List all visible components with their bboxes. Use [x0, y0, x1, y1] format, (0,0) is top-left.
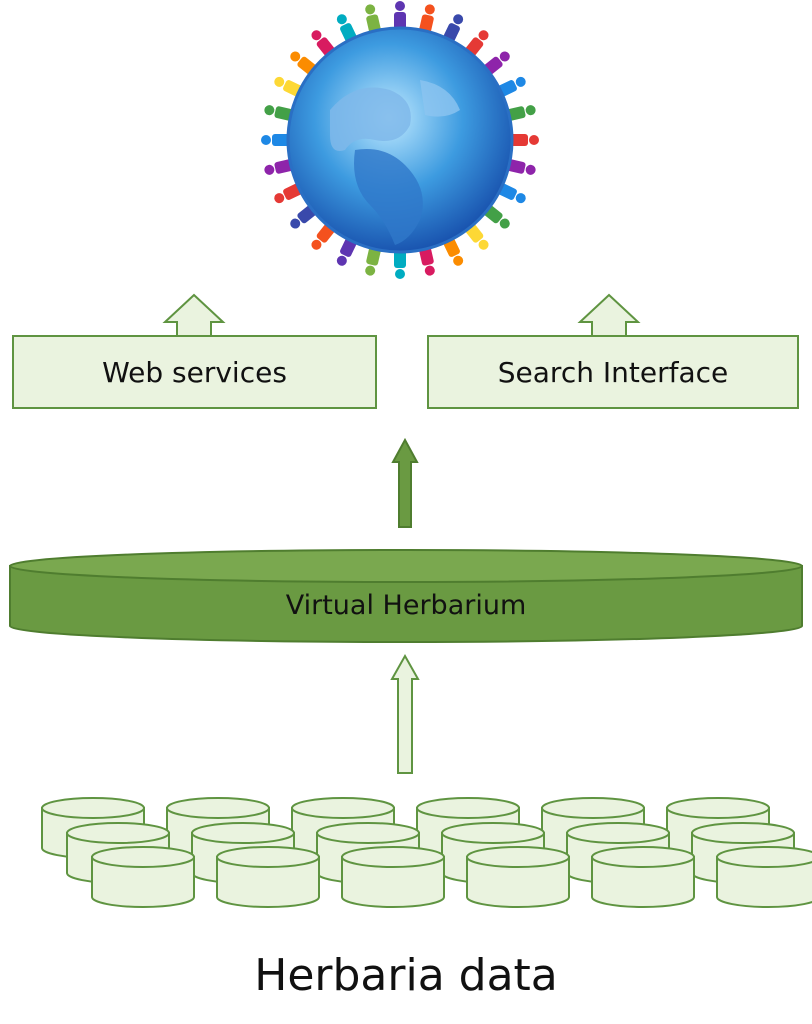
database-cylinder-icon	[216, 846, 320, 908]
herbaria-databases	[41, 797, 812, 908]
globe-with-people-icon	[261, 1, 539, 279]
virtual-herbarium-label: Virtual Herbarium	[285, 589, 527, 621]
database-cylinder-icon	[591, 846, 695, 908]
dark-up-arrow	[391, 437, 419, 528]
virtual-herbarium-disk	[9, 549, 803, 643]
database-cylinder-icon	[716, 846, 812, 908]
database-cylinder-icon	[91, 846, 195, 908]
database-cylinder-icon	[341, 846, 445, 908]
web-services-box	[12, 335, 377, 409]
database-cylinder-icon	[466, 846, 570, 908]
herbaria-data-label: Herbaria data	[254, 949, 558, 1001]
light-up-arrow	[390, 653, 420, 774]
web-services-up-arrow	[162, 293, 226, 336]
search-interface-label: Search Interface	[497, 355, 729, 389]
web-services-label: Web services	[102, 355, 287, 389]
search-interface-box	[427, 335, 799, 409]
search-interface-up-arrow	[577, 293, 641, 336]
